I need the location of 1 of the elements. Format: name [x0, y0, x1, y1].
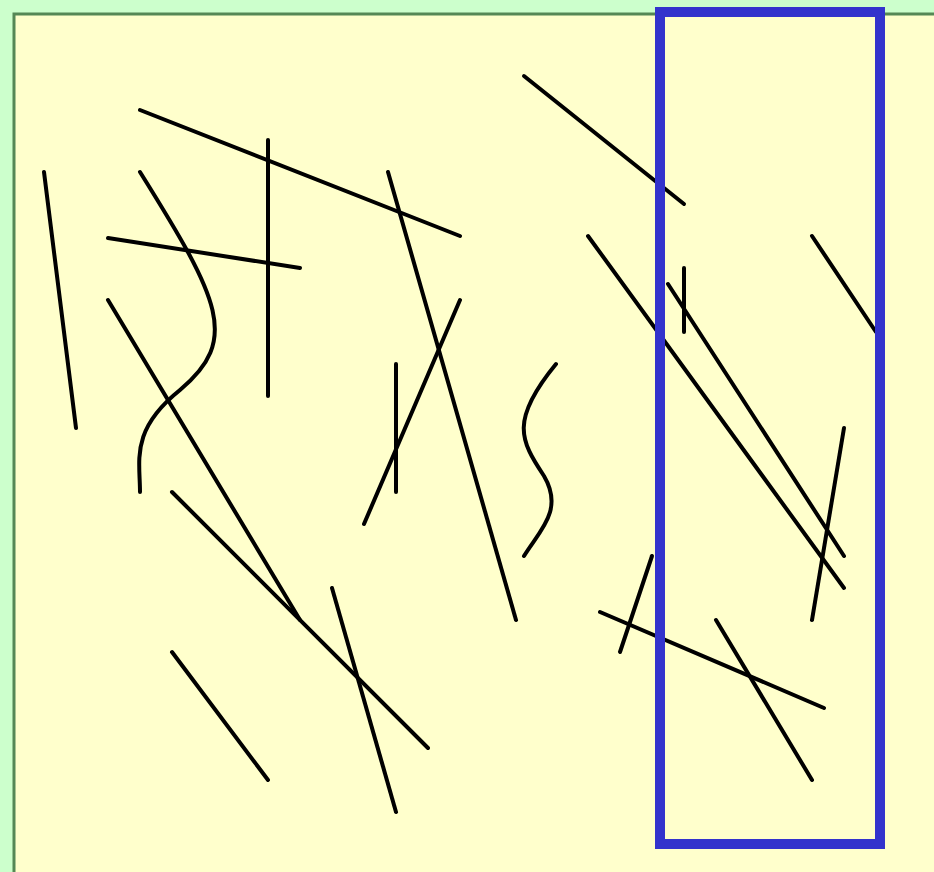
query-window — [655, 7, 885, 849]
